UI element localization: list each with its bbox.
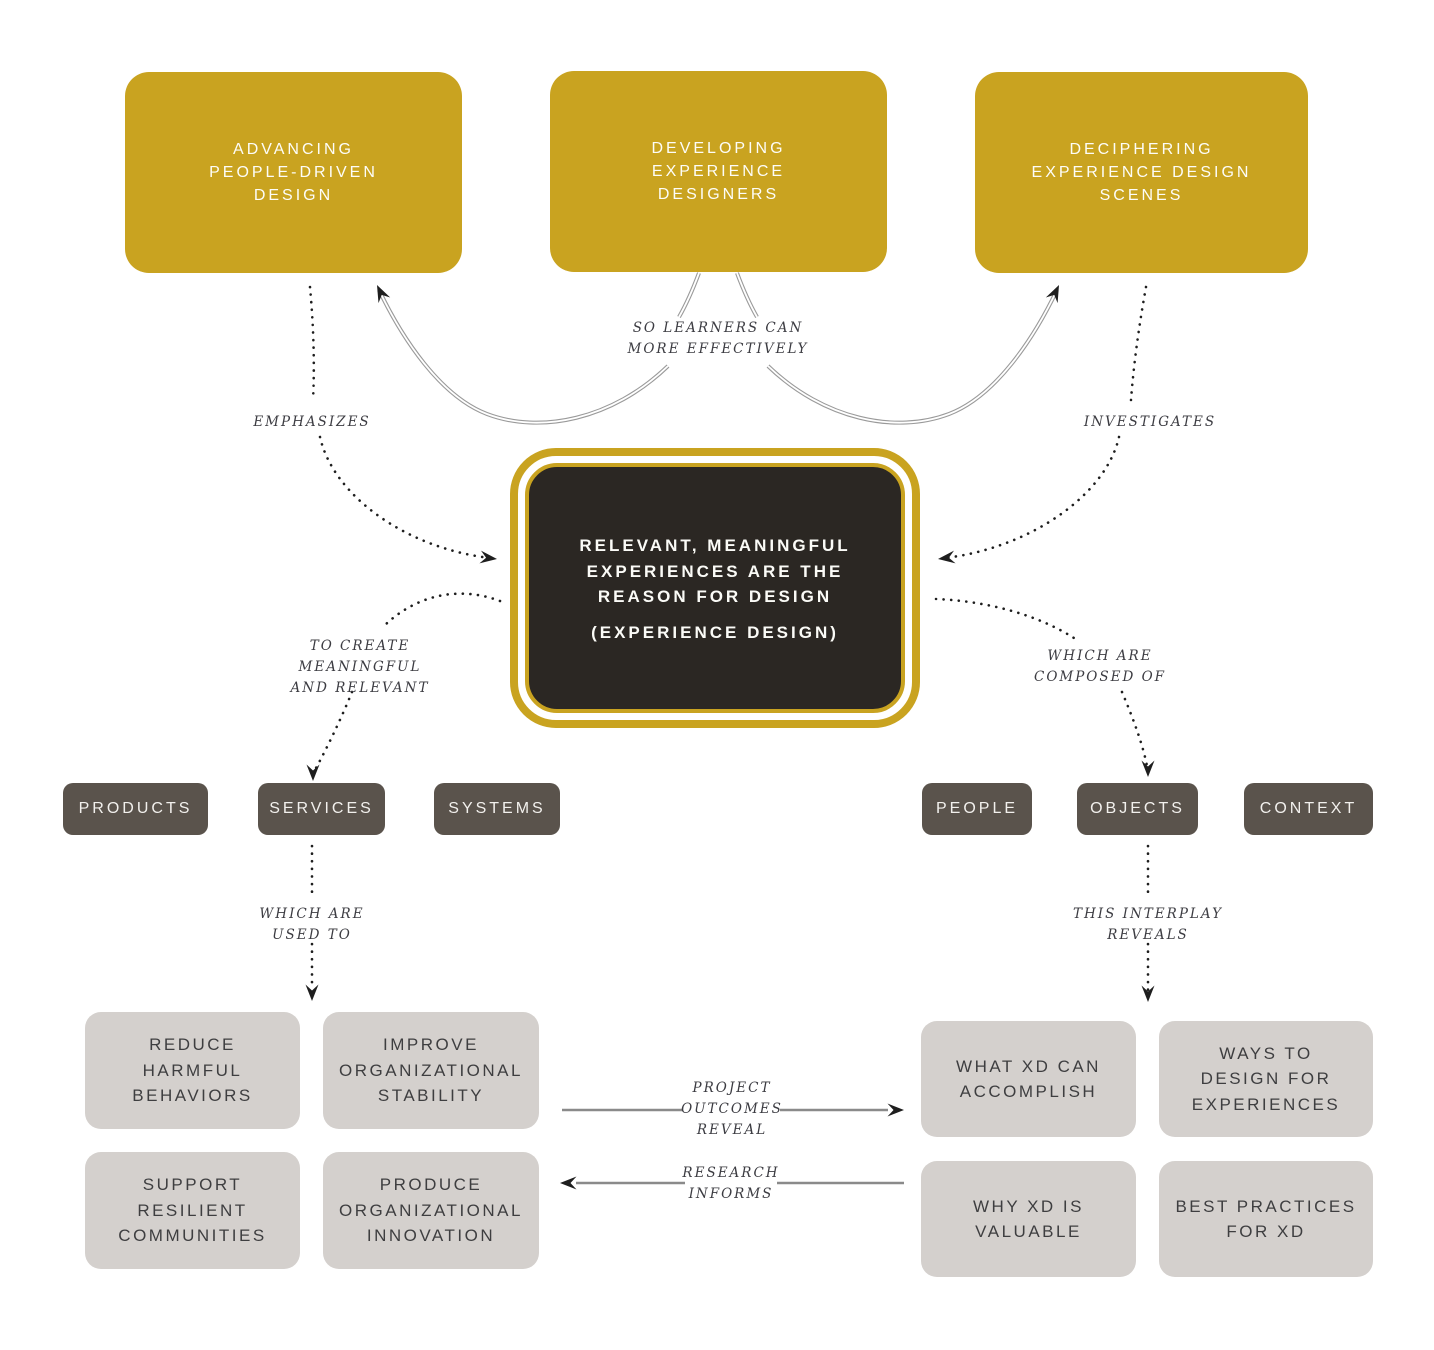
pill-systems: SYSTEMS bbox=[434, 783, 560, 835]
arrowheads bbox=[305, 285, 1155, 1190]
outcome-label: BEST PRACTICES FOR XD bbox=[1175, 1196, 1357, 1242]
outcome-label: SUPPORT RESILIENT COMMUNITIES bbox=[118, 1175, 267, 1246]
outcome-label: IMPROVE ORGANIZATIONAL STABILITY bbox=[339, 1035, 523, 1106]
connector-label-to-create: TO CREATE MEANINGFUL AND RELEVANT bbox=[290, 638, 430, 696]
connector-label-investigates: INVESTIGATES bbox=[1083, 414, 1217, 430]
connector-label-project-outcomes: PROJECT OUTCOMES REVEAL bbox=[681, 1080, 783, 1138]
center-inner-panel: RELEVANT, MEANINGFUL EXPERIENCES ARE THE… bbox=[525, 463, 905, 713]
pill-label: OBJECTS bbox=[1090, 800, 1185, 817]
pill-label: CONTEXT bbox=[1259, 800, 1358, 817]
pill-products: PRODUCTS bbox=[63, 783, 208, 835]
outcome-label: PRODUCE ORGANIZATIONAL INNOVATION bbox=[339, 1175, 523, 1246]
center-title: RELEVANT, MEANINGFUL EXPERIENCES ARE THE… bbox=[579, 536, 851, 607]
connector-label-emphasizes: EMPHASIZES bbox=[253, 414, 371, 430]
pill-label: SERVICES bbox=[269, 800, 374, 817]
outcome-label: WAYS TO DESIGN FOR EXPERIENCES bbox=[1191, 1043, 1341, 1114]
connector-label-which-used: WHICH ARE USED TO bbox=[259, 906, 365, 943]
node-label: DECIPHERING EXPERIENCE DESIGN SCENES bbox=[1031, 140, 1252, 205]
outcome-label: REDUCE HARMFUL BEHAVIORS bbox=[132, 1035, 253, 1106]
outcome-support-resilient-communities: SUPPORT RESILIENT COMMUNITIES bbox=[85, 1152, 300, 1269]
outcome-reduce-harmful-behaviors: REDUCE HARMFUL BEHAVIORS bbox=[85, 1012, 300, 1129]
outcome-improve-organizational-stability: IMPROVE ORGANIZATIONAL STABILITY bbox=[323, 1012, 539, 1129]
node-advancing-people-driven-design: ADVANCING PEOPLE-DRIVEN DESIGN bbox=[125, 72, 462, 273]
connector-label-research-informs: RESEARCH INFORMS bbox=[682, 1165, 780, 1202]
node-label: DEVELOPING EXPERIENCE DESIGNERS bbox=[651, 139, 786, 204]
pill-label: SYSTEMS bbox=[448, 800, 546, 817]
double-line-curves bbox=[377, 272, 1059, 425]
node-label: ADVANCING PEOPLE-DRIVEN DESIGN bbox=[209, 140, 378, 205]
node-experience-design-center: RELEVANT, MEANINGFUL EXPERIENCES ARE THE… bbox=[510, 448, 920, 728]
outcome-best-practices-for-xd: BEST PRACTICES FOR XD bbox=[1159, 1161, 1373, 1277]
outcome-what-xd-can-accomplish: WHAT XD CAN ACCOMPLISH bbox=[921, 1021, 1136, 1137]
outcome-ways-to-design-for-experiences: WAYS TO DESIGN FOR EXPERIENCES bbox=[1159, 1021, 1373, 1137]
pill-label: PRODUCTS bbox=[78, 800, 193, 817]
connector-label-which-composed: WHICH ARE COMPOSED OF bbox=[1033, 648, 1167, 685]
outcome-label: WHAT XD CAN ACCOMPLISH bbox=[956, 1056, 1101, 1102]
center-subtitle: (EXPERIENCE DESIGN) bbox=[591, 622, 839, 642]
node-developing-experience-designers: DEVELOPING EXPERIENCE DESIGNERS bbox=[550, 71, 887, 272]
pill-context: CONTEXT bbox=[1244, 783, 1373, 835]
dotted-connectors bbox=[308, 285, 1150, 992]
horizontal-arrows bbox=[562, 1108, 904, 1185]
outcome-label: WHY XD IS VALUABLE bbox=[973, 1196, 1084, 1242]
outcome-why-xd-is-valuable: WHY XD IS VALUABLE bbox=[921, 1161, 1136, 1277]
node-deciphering-experience-design-scenes: DECIPHERING EXPERIENCE DESIGN SCENES bbox=[975, 72, 1308, 273]
connector-label-this-interplay: THIS INTERPLAY REVEALS bbox=[1073, 906, 1223, 943]
pill-people: PEOPLE bbox=[922, 783, 1032, 835]
pill-label: PEOPLE bbox=[935, 800, 1019, 817]
outcome-produce-organizational-innovation: PRODUCE ORGANIZATIONAL INNOVATION bbox=[323, 1152, 539, 1269]
pill-objects: OBJECTS bbox=[1077, 783, 1198, 835]
connector-label-so-learners: SO LEARNERS CAN MORE EFFECTIVELY bbox=[627, 320, 809, 357]
pill-services: SERVICES bbox=[258, 783, 385, 835]
